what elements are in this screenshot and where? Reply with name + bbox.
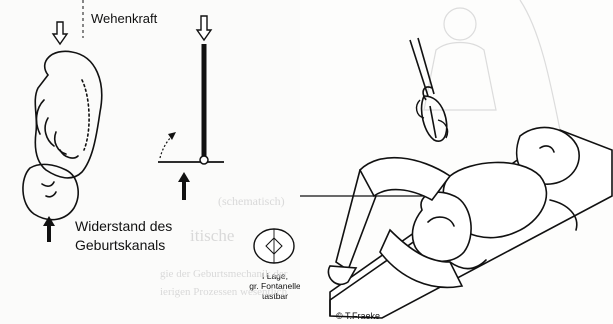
- copyright-signature: © T.Fraeke: [336, 311, 380, 321]
- ghost-text-line1: (schematisch): [218, 194, 285, 209]
- ghost-text-line4: ierigen Prozessen wesentlich: [160, 286, 287, 298]
- ghost-text-line3: gie der Geburtsmechanik der: [160, 268, 287, 280]
- resistance-label-line2: Geburtskanals: [75, 237, 165, 253]
- skull-fontanelle-icon: [254, 229, 294, 263]
- resistance-arrow-right-icon: [178, 172, 190, 200]
- resistance-label-line1: Widerstand des: [75, 218, 172, 234]
- pivot-point: [200, 156, 208, 164]
- right-illustration-panel: © T.Fraeke: [300, 0, 613, 324]
- force-label: Wehenkraft: [91, 11, 157, 26]
- fetus-illustration: [23, 51, 102, 219]
- force-arrow-outline-icon: [53, 22, 67, 44]
- left-diagram-panel: Wehenkraft Widerstand des Geburtskanals …: [0, 0, 300, 324]
- birth-position-illustration: [300, 0, 613, 324]
- force-arrow-outline-icon: [197, 16, 211, 40]
- background-figure-sketch: [424, 0, 560, 130]
- rotation-path: [160, 136, 172, 158]
- ghost-text-line2: itische: [190, 226, 234, 246]
